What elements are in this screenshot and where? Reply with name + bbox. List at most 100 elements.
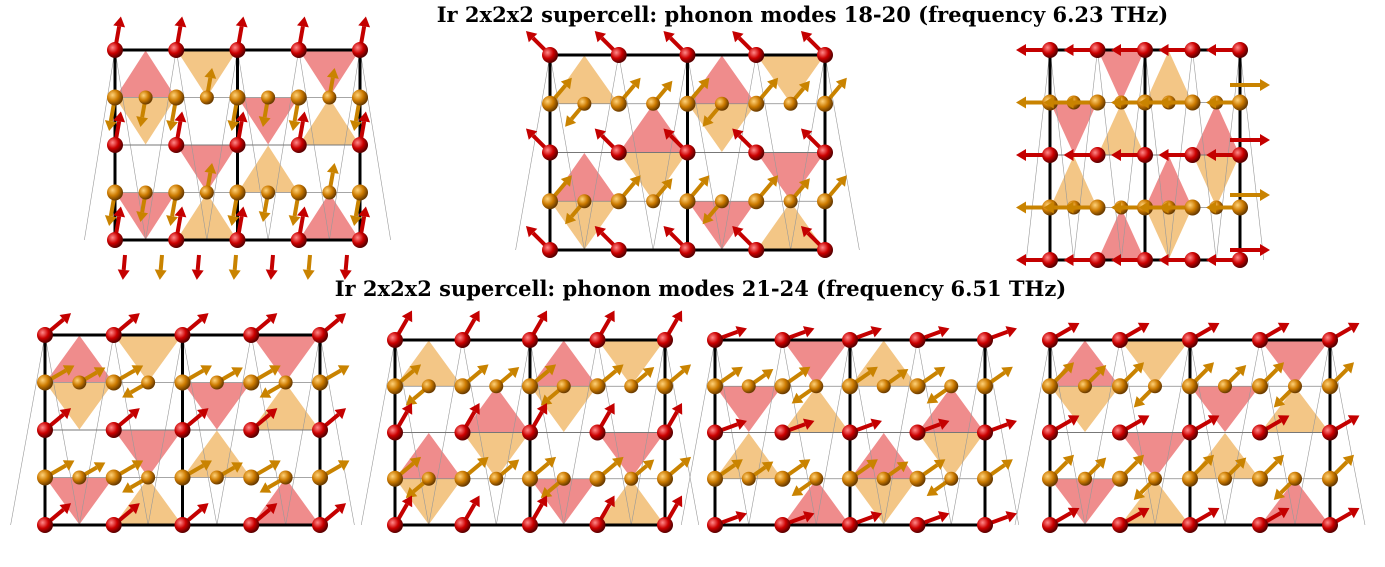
atom-red [748,144,765,161]
atom-red [774,332,791,348]
atom-red [290,42,307,58]
bond [824,54,860,251]
atom-orange [141,375,156,390]
atom-orange [141,470,156,485]
atom-red [1182,332,1198,348]
atom-orange [542,95,558,112]
atom-orange [1232,94,1248,111]
atom-orange [199,185,214,200]
atom-orange [229,89,246,106]
atom-red [707,517,723,533]
atom-orange [809,471,824,486]
atom-orange [542,193,558,210]
atom-orange [107,89,123,106]
atom-orange [290,184,307,201]
atom-orange [657,378,673,395]
supercell-panel-top-3 [1016,42,1270,268]
atom-orange [610,95,627,112]
atom-orange [1252,470,1268,487]
atom-orange [261,90,276,105]
atom-red [1042,424,1058,441]
bond [359,49,391,241]
supercell-panel-bottom-1 [10,313,355,533]
atom-red [37,327,53,343]
atom-orange [1112,470,1128,487]
atom-red [977,424,993,441]
atom-orange [842,378,858,395]
supercell-panel-bottom-2 [360,310,700,533]
atom-red [174,327,191,343]
atom-orange [783,96,798,111]
atom-red [107,137,123,153]
atom-red [748,242,765,258]
bond [360,339,396,526]
atom-red [243,327,260,343]
atom-red [1252,424,1268,441]
atom-orange [1042,378,1058,395]
atom-orange [1078,471,1092,486]
atom-orange [774,470,791,487]
atom-orange [489,379,504,394]
atom-orange [1218,379,1232,394]
atom-orange [1252,378,1268,395]
atom-orange [421,471,436,486]
atom-orange [748,95,765,112]
atom-red [589,517,606,533]
atom-red [1252,332,1268,348]
atom-red [1112,517,1128,533]
atom-red [1232,252,1248,268]
atom-red [842,424,858,441]
atom-orange [387,378,403,395]
atom-orange [168,184,185,201]
atom-orange [909,378,926,395]
atom-orange [707,470,723,487]
atom-red [229,137,246,153]
atom-red [1042,252,1058,268]
atom-red [229,232,246,248]
atom-orange [387,470,403,487]
atom-orange [646,194,661,209]
atom-orange [556,471,571,486]
atom-orange [817,193,833,210]
atom-red [352,42,368,58]
atom-orange [522,470,538,487]
atom-red [174,517,191,533]
atom-orange [1078,379,1092,394]
atom-red [1182,424,1198,441]
atom-red [243,517,260,533]
atom-red [748,47,765,63]
atom-red [1322,517,1338,533]
atom-orange [589,470,606,487]
atom-orange [809,379,824,394]
atom-orange [243,374,260,391]
atom-red [1182,517,1198,533]
atom-orange [37,469,53,486]
atom-orange [1322,470,1338,487]
bond [680,339,716,526]
tetrahedron-face [1144,49,1193,103]
atom-orange [977,378,993,395]
supercell-panel-bottom-3 [680,326,1020,533]
atom-orange [817,95,833,112]
atom-red [1112,424,1128,441]
atom-red [290,232,307,248]
atom-red [707,332,723,348]
atom-red [1042,147,1058,163]
displacement-arrow [302,254,315,280]
bond [84,49,116,241]
tetrahedron-face [686,200,757,251]
tetrahedron-face [549,200,620,251]
displacement-arrow [191,254,204,280]
atom-orange [589,378,606,395]
atom-red [1042,517,1058,533]
atom-orange [209,375,224,390]
atom-red [1232,147,1248,163]
atom-red [817,242,833,258]
atom-red [243,422,260,438]
atom-orange [610,193,627,210]
atom-red [312,422,328,438]
atom-red [387,332,403,348]
supercell-panel-top-2 [515,30,860,258]
atom-red [1137,252,1153,268]
atom-red [1322,424,1338,441]
